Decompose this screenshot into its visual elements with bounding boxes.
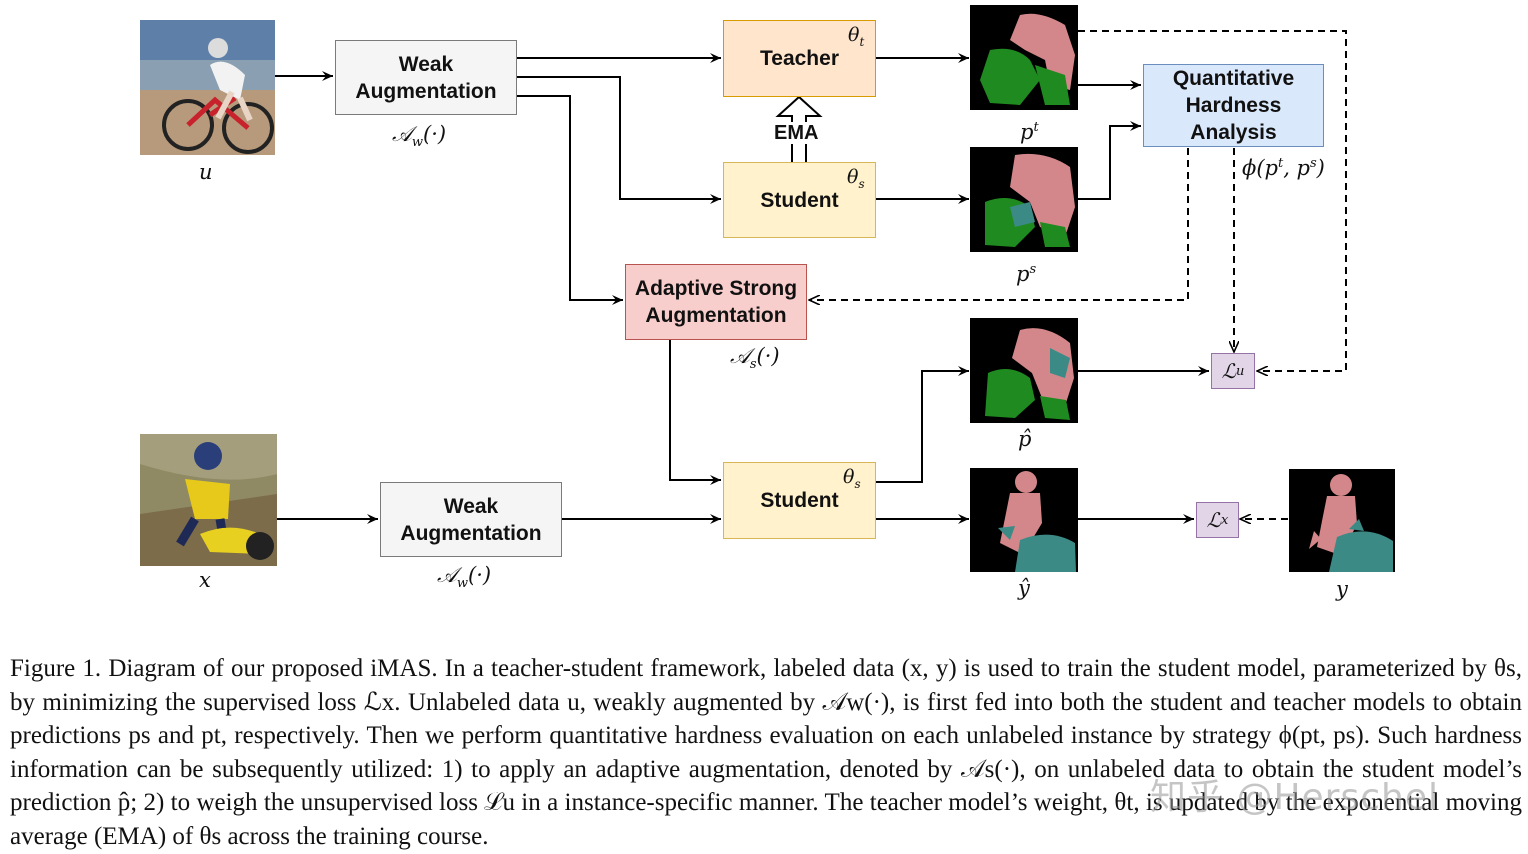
caption-text: In a teacher-student framework, labeled … [10,655,1523,850]
student-model-top: Student [723,162,876,238]
watermark: 知乎 @Herschel [1150,777,1439,818]
prediction-ps-mask [970,147,1078,252]
ground-truth-y-mask [1289,469,1395,572]
prediction-pt-mask [970,5,1078,110]
label-y: y [1336,577,1348,601]
input-image-x [140,434,277,566]
input-image-u [140,20,275,155]
student-model-bottom: Student [723,462,876,539]
figure-caption: Figure 1. Diagram of our proposed iMAS. … [10,652,1522,853]
student-top-param: θs [847,166,865,191]
label-pt: pt [1020,120,1039,144]
student-bottom-param: θs [843,466,861,491]
weak-augmentation-top-label: 𝒜w(·) [392,122,447,151]
caption-prefix: Figure 1. Diagram of our proposed iMAS. [10,655,438,682]
label-phat: p̂ [1018,427,1032,451]
prediction-yhat-mask [970,468,1078,572]
label-yhat: ŷ [1018,576,1030,600]
prediction-phat-mask [970,318,1078,423]
connector-lines [275,30,1347,524]
teacher-model: Teacher [723,20,876,97]
label-x: x [199,568,211,592]
label-ps: ps [1016,262,1037,286]
teacher-param: θt [848,24,865,49]
label-u: u [199,160,213,184]
weak-augmentation-bottom-label: 𝒜w(·) [437,563,492,592]
ema-label: EMA [772,122,821,144]
qha-label: ϕ(pt, ps) [1242,156,1325,180]
strong-augmentation-label: 𝒜s(·) [730,344,780,373]
